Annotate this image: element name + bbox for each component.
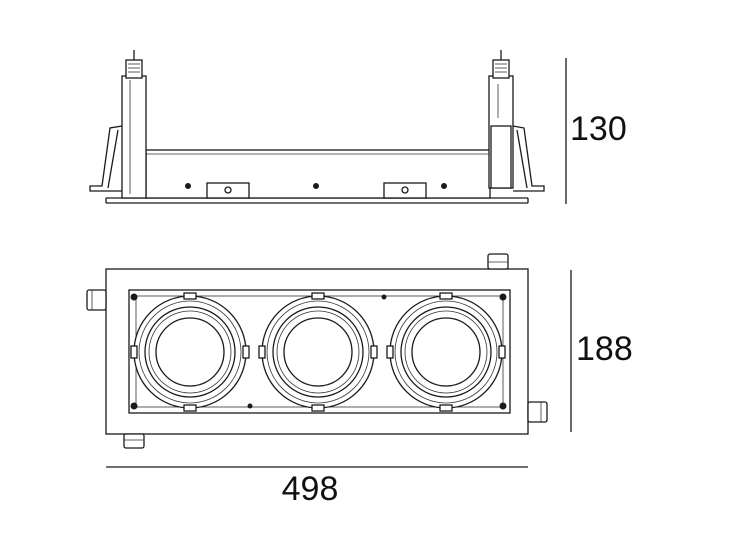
side-hole-center [313,183,319,189]
lamp-ring-1-tab-left [130,345,138,359]
side-clip-plate-left [206,182,250,199]
side-clip-plate-right [383,182,427,199]
front-screw-top-right [499,293,507,301]
lamp-ring-2-gimbal-inner [276,310,360,394]
front-screw-bottom-mid-left [247,403,253,409]
side-hole-left [185,183,191,189]
side-housing-body [145,149,491,199]
height-dimension-value: 130 [570,110,627,148]
lamp-ring-2-gimbal [272,306,364,398]
front-clip-left-top [86,289,107,311]
lamp-ring-2-band [266,300,370,404]
side-clip-screw-left [224,186,232,194]
lamp-ring-3 [386,292,506,412]
lamp-ring-2-aperture [283,317,353,387]
front-screw-top-mid-right [381,294,387,300]
side-right-spring-inner [516,129,528,189]
lamp-ring-1-tab-bottom [183,404,197,412]
lamp-ring-1-band [138,300,242,404]
lamp-ring-3-band [394,300,498,404]
front-clip-top-right [487,253,509,270]
lamp-ring-1-gimbal [144,306,236,398]
side-right-block [490,125,512,189]
lamp-ring-3-gimbal-inner [404,310,488,394]
side-left-spring-inner [107,129,119,189]
lamp-ring-2 [258,292,378,412]
side-left-post [121,75,147,199]
lamp-ring-2-outer [261,295,375,409]
lamp-ring-3-tab-bottom [439,404,453,412]
depth-dimension: 188 [570,270,633,432]
lamp-ring-2-tab-bottom [311,404,325,412]
front-clip-right-bottom [527,401,548,423]
lamp-ring-1-tab-right [242,345,250,359]
lamp-ring-1-aperture [155,317,225,387]
lamp-ring-1-gimbal-inner [148,310,232,394]
length-dimension: 498 [106,466,528,508]
lamp-ring-1 [130,292,250,412]
lamp-ring-1-tab-top [183,292,197,300]
lamp-ring-2-tab-right [370,345,378,359]
front-clip-bottom-left [123,433,145,449]
side-clip-screw-right [401,186,409,194]
lamp-ring-3-tab-left [386,345,394,359]
front-screw-bottom-left [130,402,138,410]
side-view [89,50,545,204]
front-screw-bottom-right [499,402,507,410]
front-screw-top-left [130,293,138,301]
side-right-spring-clip [512,125,545,192]
lamp-ring-3-outer [389,295,503,409]
lamp-ring-3-tab-top [439,292,453,300]
lamp-ring-2-tab-top [311,292,325,300]
lamp-ring-1-outer [133,295,247,409]
side-left-spring-clip [89,125,123,192]
lamp-ring-3-gimbal [400,306,492,398]
depth-dimension-value: 188 [576,330,633,368]
lamp-ring-3-aperture [411,317,481,387]
lamp-ring-3-tab-right [498,345,506,359]
length-dimension-value: 498 [282,470,339,508]
side-left-post-cap [125,59,143,79]
front-view [86,253,548,449]
lamp-ring-2-tab-left [258,345,266,359]
height-dimension: 130 [565,58,627,204]
side-right-post-cap [492,59,510,79]
side-hole-right [441,183,447,189]
